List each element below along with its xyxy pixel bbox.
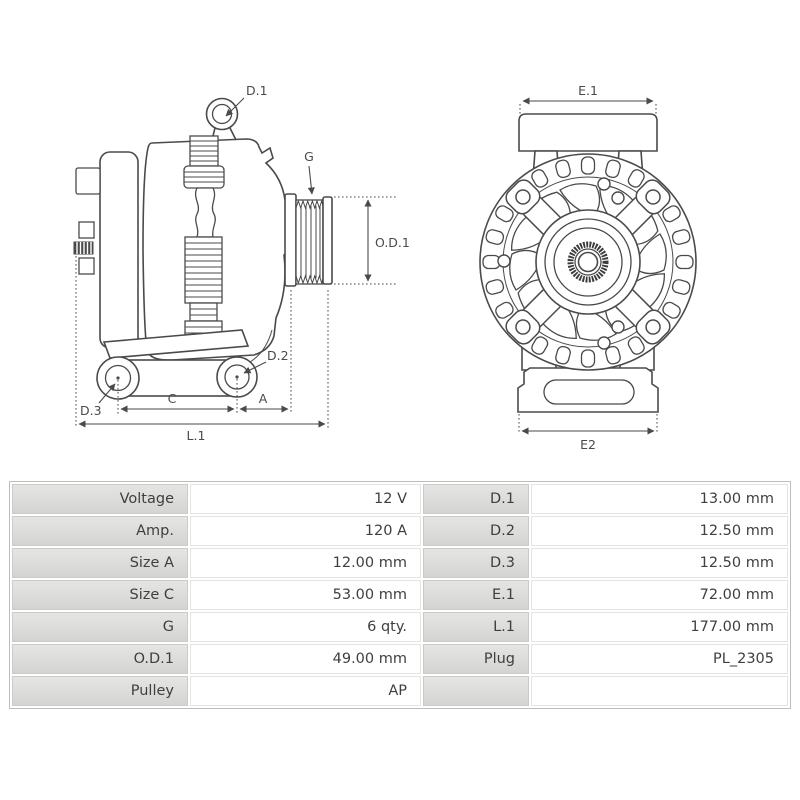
spec-value: 12.00 mm (190, 548, 421, 578)
threaded-stud (73, 241, 94, 255)
spec-value: PL_2305 (531, 644, 788, 674)
spec-value: 120 A (190, 516, 421, 546)
front-view-dimensions: E.1 E2 (518, 83, 658, 452)
spec-row-size-a: Size A 12.00 mm D.3 12.50 mm (12, 548, 788, 578)
spec-label: O.D.1 (12, 644, 188, 674)
side-view-dimensions: D.1 G O.D.1 D.2 D.3 C A L.1 (75, 83, 410, 443)
spec-table-container: Voltage 12 V D.1 13.00 mm Amp. 120 A D.2… (9, 481, 791, 709)
spec-value: AP (190, 676, 421, 706)
spec-label: Voltage (12, 484, 188, 514)
spec-label: D.3 (423, 548, 529, 578)
dim-label-c: C (168, 391, 177, 406)
spec-value: 12.50 mm (531, 516, 788, 546)
spec-value: 6 qty. (190, 612, 421, 642)
spec-label: G (12, 612, 188, 642)
technical-drawing: D.1 G O.D.1 D.2 D.3 C A L.1 (73, 83, 697, 452)
spec-label: Amp. (12, 516, 188, 546)
dim-label-l1: L.1 (187, 428, 206, 443)
terminal-small-upper (78, 221, 95, 239)
stator-ribs (184, 236, 223, 340)
mounting-lugs (96, 329, 273, 400)
spec-value (531, 676, 788, 706)
spec-label: Plug (423, 644, 529, 674)
rear-housing (99, 151, 139, 349)
spec-table: Voltage 12 V D.1 13.00 mm Amp. 120 A D.2… (10, 482, 790, 708)
spec-value: 13.00 mm (531, 484, 788, 514)
pulley (284, 193, 333, 287)
spec-value: 49.00 mm (190, 644, 421, 674)
spec-row-pulley: Pulley AP (12, 676, 788, 706)
dim-label-g: G (304, 149, 314, 164)
bolt-holes (497, 177, 625, 350)
top-ribbed-shaft (183, 135, 225, 238)
spec-label: L.1 (423, 612, 529, 642)
side-view: D.1 G O.D.1 D.2 D.3 C A L.1 (73, 83, 410, 443)
spec-value: 12 V (190, 484, 421, 514)
spec-value: 12.50 mm (531, 548, 788, 578)
spec-label (423, 676, 529, 706)
dim-label-e2: E2 (580, 437, 596, 452)
spec-label: D.2 (423, 516, 529, 546)
dim-label-d3: D.3 (80, 403, 102, 418)
dim-label-od1: O.D.1 (375, 235, 410, 250)
dim-label-d1: D.1 (246, 83, 268, 98)
terminal-block (75, 167, 101, 195)
spec-value: 72.00 mm (531, 580, 788, 610)
spec-label: E.1 (423, 580, 529, 610)
spec-value: 53.00 mm (190, 580, 421, 610)
spec-label: Size C (12, 580, 188, 610)
center-hub (535, 209, 641, 315)
spec-label: D.1 (423, 484, 529, 514)
spec-row-size-c: Size C 53.00 mm E.1 72.00 mm (12, 580, 788, 610)
spec-row-od1: O.D.1 49.00 mm Plug PL_2305 (12, 644, 788, 674)
spec-label: Size A (12, 548, 188, 578)
front-view: E.1 E2 (479, 83, 697, 452)
bottom-slot (543, 379, 635, 405)
spec-row-g: G 6 qty. L.1 177.00 mm (12, 612, 788, 642)
adjuster-ring-d1 (205, 97, 239, 131)
spec-row-amp: Amp. 120 A D.2 12.50 mm (12, 516, 788, 546)
dim-label-e1: E.1 (578, 83, 598, 98)
dim-label-d2: D.2 (267, 348, 289, 363)
dim-label-a: A (259, 391, 268, 406)
terminal-small-lower (78, 257, 95, 275)
spec-label: Pulley (12, 676, 188, 706)
spec-row-voltage: Voltage 12 V D.1 13.00 mm (12, 484, 788, 514)
spec-value: 177.00 mm (531, 612, 788, 642)
